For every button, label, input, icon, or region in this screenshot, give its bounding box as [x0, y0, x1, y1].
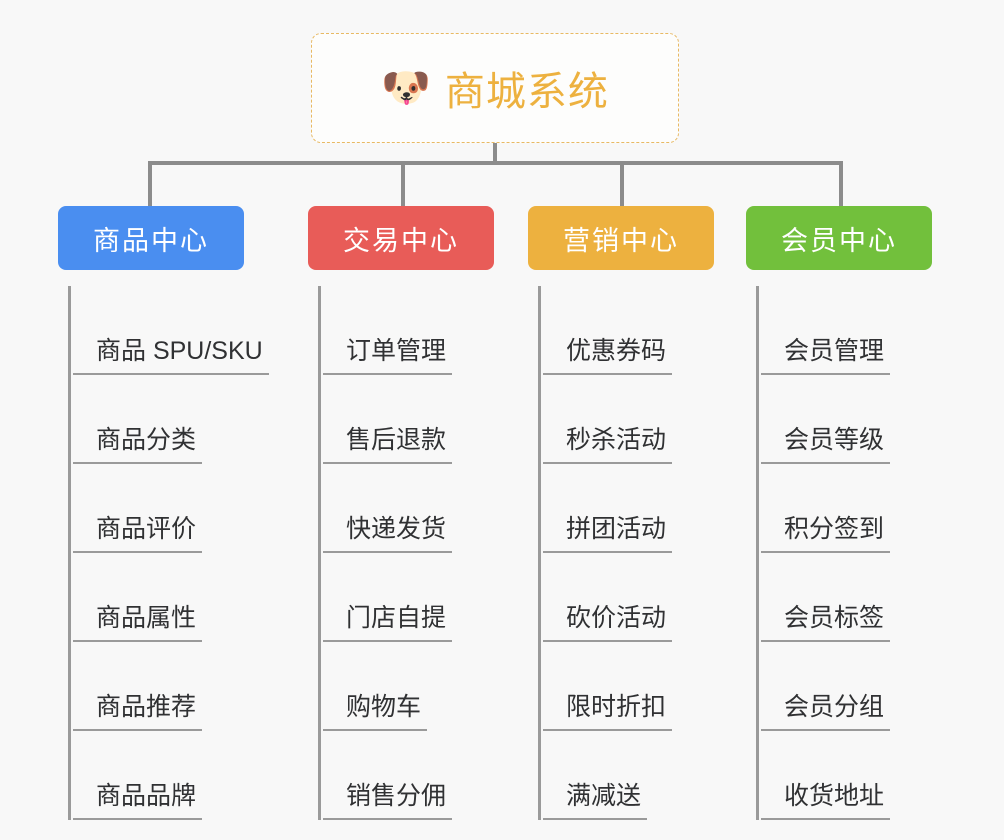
leaf-item-label: 商品品牌: [90, 776, 203, 820]
leaf-item[interactable]: 收货地址: [750, 731, 932, 820]
leaf-item[interactable]: 满减送: [532, 731, 714, 820]
leaf-item-label: 购物车: [340, 687, 428, 731]
leaf-item-label: 满减送: [560, 776, 648, 820]
leaf-trunk-1: [68, 286, 71, 820]
leaf-item-label: 会员分组: [778, 687, 891, 731]
leaf-trunk-2: [318, 286, 321, 820]
leaf-item-label: 优惠券码: [560, 331, 673, 375]
leaf-item-label: 商品 SPU/SKU: [90, 331, 269, 375]
category-connector-1: [148, 161, 152, 207]
category-column-4: 会员中心会员管理会员等级积分签到会员标签会员分组收货地址: [746, 206, 932, 820]
leaf-item[interactable]: 限时折扣: [532, 642, 714, 731]
leaf-item[interactable]: 积分签到: [750, 464, 932, 553]
leaf-item-label: 拼团活动: [560, 509, 673, 553]
category-header-3[interactable]: 营销中心: [528, 206, 714, 270]
category-header-2[interactable]: 交易中心: [308, 206, 494, 270]
leaf-item-label: 售后退款: [340, 420, 453, 464]
leaf-list-3: 优惠券码秒杀活动拼团活动砍价活动限时折扣满减送: [528, 286, 714, 820]
leaf-item-label: 会员等级: [778, 420, 891, 464]
root-node[interactable]: 🐶 商城系统: [311, 33, 679, 143]
leaf-trunk-3: [538, 286, 541, 820]
category-connector-3: [620, 161, 624, 207]
leaf-item-label: 销售分佣: [340, 776, 453, 820]
leaf-item[interactable]: 快递发货: [312, 464, 494, 553]
root-title: 商城系统: [444, 70, 609, 114]
category-column-2: 交易中心订单管理售后退款快递发货门店自提购物车销售分佣: [308, 206, 494, 820]
leaf-item-label: 门店自提: [340, 598, 453, 642]
leaf-item[interactable]: 优惠券码: [532, 286, 714, 375]
leaf-item[interactable]: 商品品牌: [62, 731, 269, 820]
category-column-1: 商品中心商品 SPU/SKU 商品分类商品评价商品属性商品推荐商品品牌: [58, 206, 269, 820]
root-connector-horizontal: [148, 161, 841, 165]
leaf-item-label: 商品评价: [90, 509, 203, 553]
category-connector-2: [401, 161, 405, 207]
category-connector-4: [839, 161, 843, 207]
leaf-item-label: 积分签到: [778, 509, 891, 553]
leaf-item-label: 砍价活动: [560, 598, 673, 642]
leaf-item[interactable]: 购物车: [312, 642, 494, 731]
leaf-item-label: 商品推荐: [90, 687, 203, 731]
leaf-item-label: 订单管理: [340, 331, 453, 375]
leaf-item[interactable]: 销售分佣: [312, 731, 494, 820]
leaf-list-4: 会员管理会员等级积分签到会员标签会员分组收货地址: [746, 286, 932, 820]
category-column-3: 营销中心优惠券码秒杀活动拼团活动砍价活动限时折扣满减送: [528, 206, 714, 820]
leaf-item[interactable]: 商品 SPU/SKU: [62, 286, 269, 375]
leaf-list-1: 商品 SPU/SKU 商品分类商品评价商品属性商品推荐商品品牌: [58, 286, 269, 820]
leaf-item-label: 商品分类: [90, 420, 203, 464]
leaf-item[interactable]: 砍价活动: [532, 553, 714, 642]
leaf-item[interactable]: 商品评价: [62, 464, 269, 553]
leaf-item-label: 商品属性: [90, 598, 203, 642]
leaf-item[interactable]: 会员分组: [750, 642, 932, 731]
category-header-1[interactable]: 商品中心: [58, 206, 244, 270]
leaf-item[interactable]: 门店自提: [312, 553, 494, 642]
leaf-trunk-4: [756, 286, 759, 820]
leaf-item[interactable]: 订单管理: [312, 286, 494, 375]
leaf-list-2: 订单管理售后退款快递发货门店自提购物车销售分佣: [308, 286, 494, 820]
leaf-item-label: 秒杀活动: [560, 420, 673, 464]
leaf-item[interactable]: 拼团活动: [532, 464, 714, 553]
leaf-item-label: 快递发货: [340, 509, 453, 553]
leaf-item[interactable]: 商品推荐: [62, 642, 269, 731]
leaf-item[interactable]: 售后退款: [312, 375, 494, 464]
leaf-item[interactable]: 秒杀活动: [532, 375, 714, 464]
leaf-item[interactable]: 会员标签: [750, 553, 932, 642]
leaf-item-label: 收货地址: [778, 776, 891, 820]
leaf-item[interactable]: 会员等级: [750, 375, 932, 464]
category-header-4[interactable]: 会员中心: [746, 206, 932, 270]
dog-face-icon: 🐶: [381, 66, 431, 110]
leaf-item-label: 会员标签: [778, 598, 891, 642]
leaf-item[interactable]: 商品分类: [62, 375, 269, 464]
leaf-item-label: 限时折扣: [560, 687, 673, 731]
leaf-item[interactable]: 商品属性: [62, 553, 269, 642]
leaf-item-label: 会员管理: [778, 331, 891, 375]
root-connector-vertical: [493, 143, 497, 165]
leaf-item[interactable]: 会员管理: [750, 286, 932, 375]
